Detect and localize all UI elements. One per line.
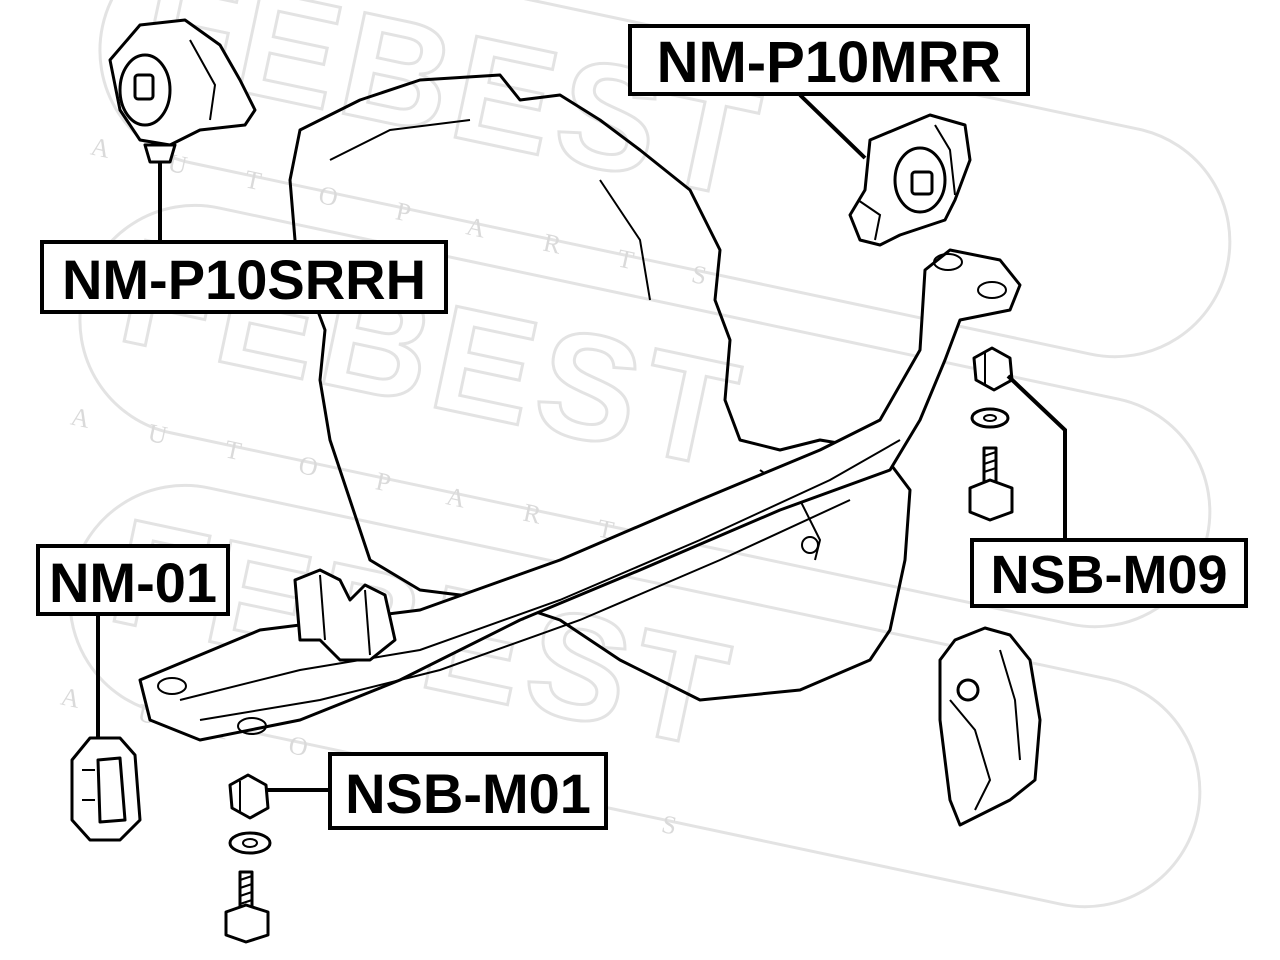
part-number: NM-P10MRR [656, 30, 1002, 95]
leader-top-right [798, 93, 867, 160]
stud-stack-right [968, 346, 1014, 522]
engine-block [288, 73, 912, 702]
subframe [138, 248, 1022, 742]
part-label-top-right: NM-P10MRR [628, 24, 1030, 96]
mount-top-right [848, 113, 972, 247]
part-label-top-left: NM-P10SRRH [40, 240, 448, 314]
part-number: NSB-M01 [345, 762, 591, 825]
part-label-mid-left: NM-01 [36, 544, 230, 616]
part-label-mid-right: NSB-M09 [970, 538, 1248, 608]
mount-right-lower [938, 626, 1042, 827]
part-number: NM-01 [48, 551, 218, 614]
part-number: NM-P10SRRH [61, 248, 427, 311]
part-number: NSB-M09 [990, 545, 1228, 605]
mount-top-left [108, 18, 257, 164]
stud-stack-bottom [224, 773, 272, 944]
part-label-bottom-center: NSB-M01 [328, 752, 608, 830]
leader-mid-right [1006, 374, 1067, 540]
leader-lines [96, 93, 1067, 792]
mount-bottom-left [70, 736, 142, 842]
